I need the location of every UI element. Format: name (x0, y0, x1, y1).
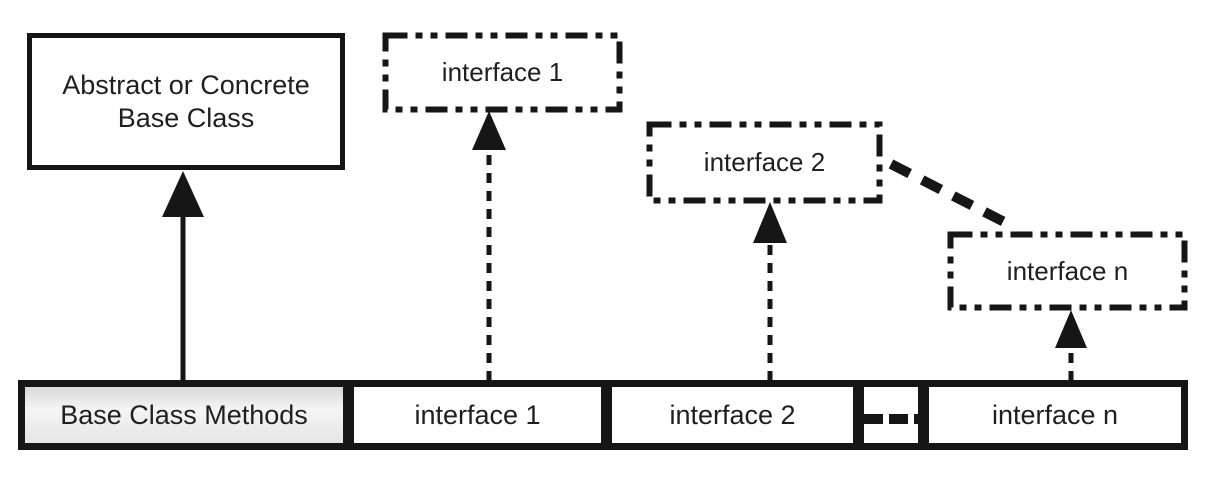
base-class-label-line1: Abstract or Concrete (62, 70, 310, 101)
realization-arrow-2-head-icon (753, 202, 787, 243)
interface-2-box: interface 2 (647, 122, 882, 203)
base-class-methods-label: Base Class Methods (60, 399, 308, 430)
interface-1-box-border (382, 32, 623, 113)
bar-interface-n-label: interface n (991, 399, 1119, 430)
bar-segment-interface-n: interface n (918, 387, 1181, 443)
interface-n-label: interface n (1006, 255, 1129, 286)
base-class-box: Abstract or Concrete Base Class (27, 33, 345, 170)
class-methods-bar: Base Class Methods interface 1 interface… (18, 380, 1188, 450)
bar-segment-interface-2: interface 2 (601, 387, 853, 443)
realization-arrow-n-head-icon (1055, 310, 1087, 348)
interface2-interface-n-dashed-link (888, 159, 1017, 232)
bar-interface-2-label: interface 2 (669, 399, 796, 430)
dashed-ellipsis-icon (864, 414, 918, 424)
realization-arrow-1-head-icon (472, 111, 506, 150)
interface-n-box: interface n (948, 232, 1187, 310)
interface-1-label: interface 1 (441, 57, 564, 87)
interface-n-box-border (947, 231, 1188, 311)
bar-segment-interface-1: interface 1 (343, 387, 601, 443)
interface-2-box-border (646, 121, 883, 204)
bar-segment-base-class-methods: Base Class Methods (25, 387, 343, 443)
base-class-label-line2: Base Class (117, 102, 255, 133)
bar-interface-1-label: interface 1 (414, 399, 541, 430)
interface-1-box: interface 1 (383, 33, 622, 112)
interface-2-label: interface 2 (703, 147, 826, 177)
bar-segment-ellipsis (853, 387, 918, 443)
generalization-arrow-head-icon (162, 171, 204, 217)
